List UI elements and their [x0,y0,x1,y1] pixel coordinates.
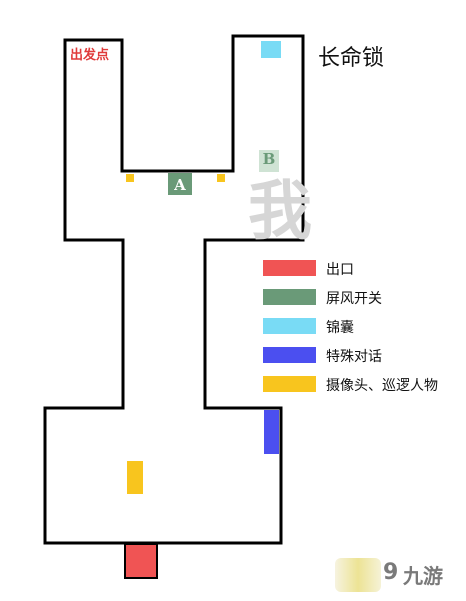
legend-label: 锦囊 [326,320,354,336]
legend-swatch [263,376,316,392]
legend-swatch [263,260,316,276]
legend-swatch [263,347,316,363]
legend-swatch [263,289,316,305]
legend-label: 出口 [326,262,354,278]
camera-marker [217,174,225,182]
legend-label: 特殊对话 [326,349,382,365]
watermark-logo-mark: 9 [383,560,399,585]
screen-switch-a [168,173,192,195]
camera-marker [126,174,134,182]
marker-a-label: A [173,176,186,194]
watermark-logo-graphic [335,558,381,592]
screen-switch-b [259,150,279,172]
kit-bag-marker [261,41,281,58]
special-dialogue-marker [264,410,279,454]
legend-label: 屏风开关 [326,291,382,307]
marker-b-label: B [263,150,276,168]
patrol-marker [127,461,143,494]
legend-swatch [263,318,316,334]
watermark-logo: 9 九游 [305,540,465,600]
map-outline [43,34,305,545]
watermark-logo-text: 九游 [403,564,443,588]
watermark-character: 我 [248,175,312,249]
start-point-label: 出发点 [70,48,110,63]
exit-marker [124,543,158,579]
legend-label: 摄像头、巡逻人物 [326,378,438,394]
map-title: 长命锁 [318,46,385,71]
